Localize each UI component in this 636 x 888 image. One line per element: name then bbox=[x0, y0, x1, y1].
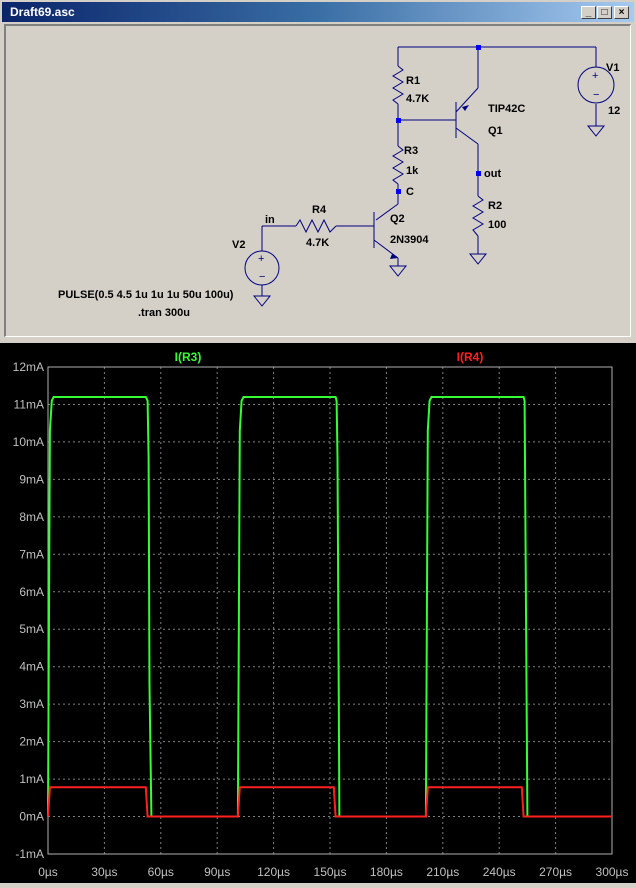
series-line-ir4 bbox=[47, 786, 612, 818]
y-tick-label: 0mA bbox=[19, 810, 44, 824]
y-tick-label: -1mA bbox=[15, 847, 44, 861]
y-tick-label: 7mA bbox=[19, 547, 44, 561]
r3-value: 1k bbox=[406, 165, 419, 177]
x-tick-label: 150µs bbox=[314, 865, 347, 879]
v1-value: 12 bbox=[608, 105, 620, 117]
y-tick-label: 10mA bbox=[13, 435, 44, 449]
x-tick-label: 120µs bbox=[257, 865, 290, 879]
y-tick-label: 2mA bbox=[19, 735, 44, 749]
maximize-button[interactable]: □ bbox=[597, 6, 612, 19]
r2-value: 100 bbox=[488, 219, 506, 231]
r4-name: R4 bbox=[312, 204, 327, 216]
schematic-window: Draft69.asc _ □ × bbox=[0, 0, 636, 340]
y-tick-label: 12mA bbox=[13, 360, 44, 374]
r3-name: R3 bbox=[404, 145, 418, 157]
r1-value: 4.7K bbox=[406, 93, 429, 105]
waveform-chart[interactable]: -1mA 0mA 1mA 2mA 3mA 4mA 5mA 6mA 7mA 8mA 9mA 10mA 11… bbox=[0, 343, 636, 883]
y-tick-label: 6mA bbox=[19, 585, 44, 599]
v2-name: V2 bbox=[232, 239, 245, 251]
y-tick-label: 3mA bbox=[19, 697, 44, 711]
v1-name: V1 bbox=[606, 62, 619, 74]
y-tick-label: 11mA bbox=[14, 397, 44, 411]
svg-text:+: + bbox=[258, 253, 264, 265]
x-tick-label: 180µs bbox=[370, 865, 403, 879]
net-in-label: in bbox=[265, 214, 275, 226]
series-line-ir3 bbox=[47, 396, 612, 818]
x-tick-label: 300µs bbox=[596, 865, 629, 879]
q2-model: 2N3904 bbox=[390, 234, 429, 246]
y-tick-label: 4mA bbox=[19, 660, 44, 674]
q2-name: Q2 bbox=[390, 213, 405, 225]
x-tick-label: 240µs bbox=[483, 865, 516, 879]
window-title: Draft69.asc bbox=[10, 5, 75, 19]
r1-name: R1 bbox=[406, 75, 420, 87]
y-tick-label: 9mA bbox=[19, 472, 44, 486]
r4-value: 4.7K bbox=[306, 237, 329, 249]
x-tick-label: 30µs bbox=[91, 865, 117, 879]
close-button[interactable]: × bbox=[614, 6, 629, 19]
legend-entry: I(R3) bbox=[175, 350, 202, 364]
x-tick-label: 210µs bbox=[426, 865, 459, 879]
q1-name: Q1 bbox=[488, 125, 503, 137]
x-tick-label: 60µs bbox=[148, 865, 174, 879]
x-tick-label: 0µs bbox=[38, 865, 58, 879]
pulse-directive: PULSE(0.5 4.5 1u 1u 1u 50u 100u) bbox=[58, 289, 234, 301]
y-tick-label: 5mA bbox=[19, 622, 44, 636]
minimize-button[interactable]: _ bbox=[581, 6, 596, 19]
x-tick-label: 270µs bbox=[539, 865, 572, 879]
svg-text:−: − bbox=[259, 271, 265, 283]
svg-text:+: + bbox=[592, 70, 598, 82]
y-tick-label: 1mA bbox=[19, 772, 44, 786]
net-out-label: out bbox=[484, 168, 501, 180]
tran-directive: .tran 300u bbox=[138, 307, 190, 319]
q1-model: TIP42C bbox=[488, 103, 525, 115]
title-bar[interactable]: Draft69.asc _ □ × bbox=[2, 2, 634, 22]
y-tick-label: 8mA bbox=[19, 510, 44, 524]
plot-frame bbox=[47, 366, 613, 855]
net-c-label: C bbox=[406, 186, 414, 198]
x-tick-label: 90µs bbox=[204, 865, 230, 879]
schematic-canvas[interactable]: + − + − R1 4.7K TIP42C Q1 R3 1k C bbox=[4, 24, 631, 337]
legend-entry: I(R4) bbox=[457, 350, 484, 364]
waveform-plot[interactable]: -1mA 0mA 1mA 2mA 3mA 4mA 5mA 6mA 7mA 8mA 9mA 10mA 11… bbox=[0, 343, 636, 883]
r2-name: R2 bbox=[488, 200, 502, 212]
svg-text:−: − bbox=[593, 89, 599, 101]
